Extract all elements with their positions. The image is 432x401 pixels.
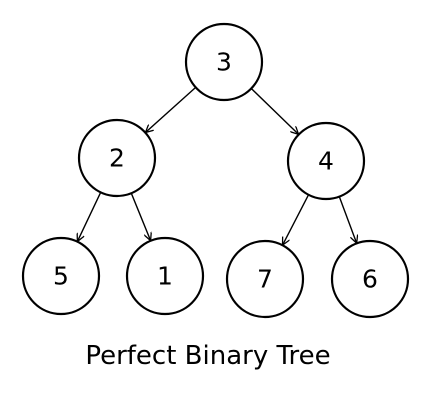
- tree-node: 1: [125, 236, 205, 316]
- diagram-caption: Perfect Binary Tree: [85, 341, 330, 371]
- edge-arrow-n2-n5: [78, 192, 102, 241]
- node-label: 3: [216, 48, 232, 77]
- edge-arrow-n4-n6: [338, 196, 356, 243]
- tree-node: 2: [77, 118, 157, 198]
- tree-node: 6: [330, 239, 410, 319]
- node-label: 4: [318, 147, 334, 176]
- node-circle: [225, 239, 305, 319]
- edge-arrow-n4-n7: [283, 194, 310, 245]
- node-label: 5: [53, 262, 69, 291]
- node-label: 1: [157, 262, 173, 291]
- node-circle: [77, 118, 157, 198]
- nodes-layer: 3 2 4 5 1 7 6: [21, 22, 410, 319]
- tree-node: 4: [286, 121, 366, 201]
- node-circle: [330, 239, 410, 319]
- tree-node: 3: [184, 22, 264, 102]
- edge-arrow-n3-n2: [146, 86, 197, 132]
- node-label: 7: [257, 265, 273, 294]
- edge-arrow-n3-n4: [250, 87, 298, 134]
- tree-node: 7: [225, 239, 305, 319]
- edge-arrow-n2-n1: [130, 192, 150, 240]
- node-label: 2: [109, 144, 125, 173]
- node-label: 6: [362, 265, 378, 294]
- node-circle: [286, 121, 366, 201]
- tree-node: 5: [21, 236, 101, 316]
- node-circle: [184, 22, 264, 102]
- node-circle: [125, 236, 205, 316]
- node-circle: [21, 236, 101, 316]
- edges-layer: [78, 86, 357, 245]
